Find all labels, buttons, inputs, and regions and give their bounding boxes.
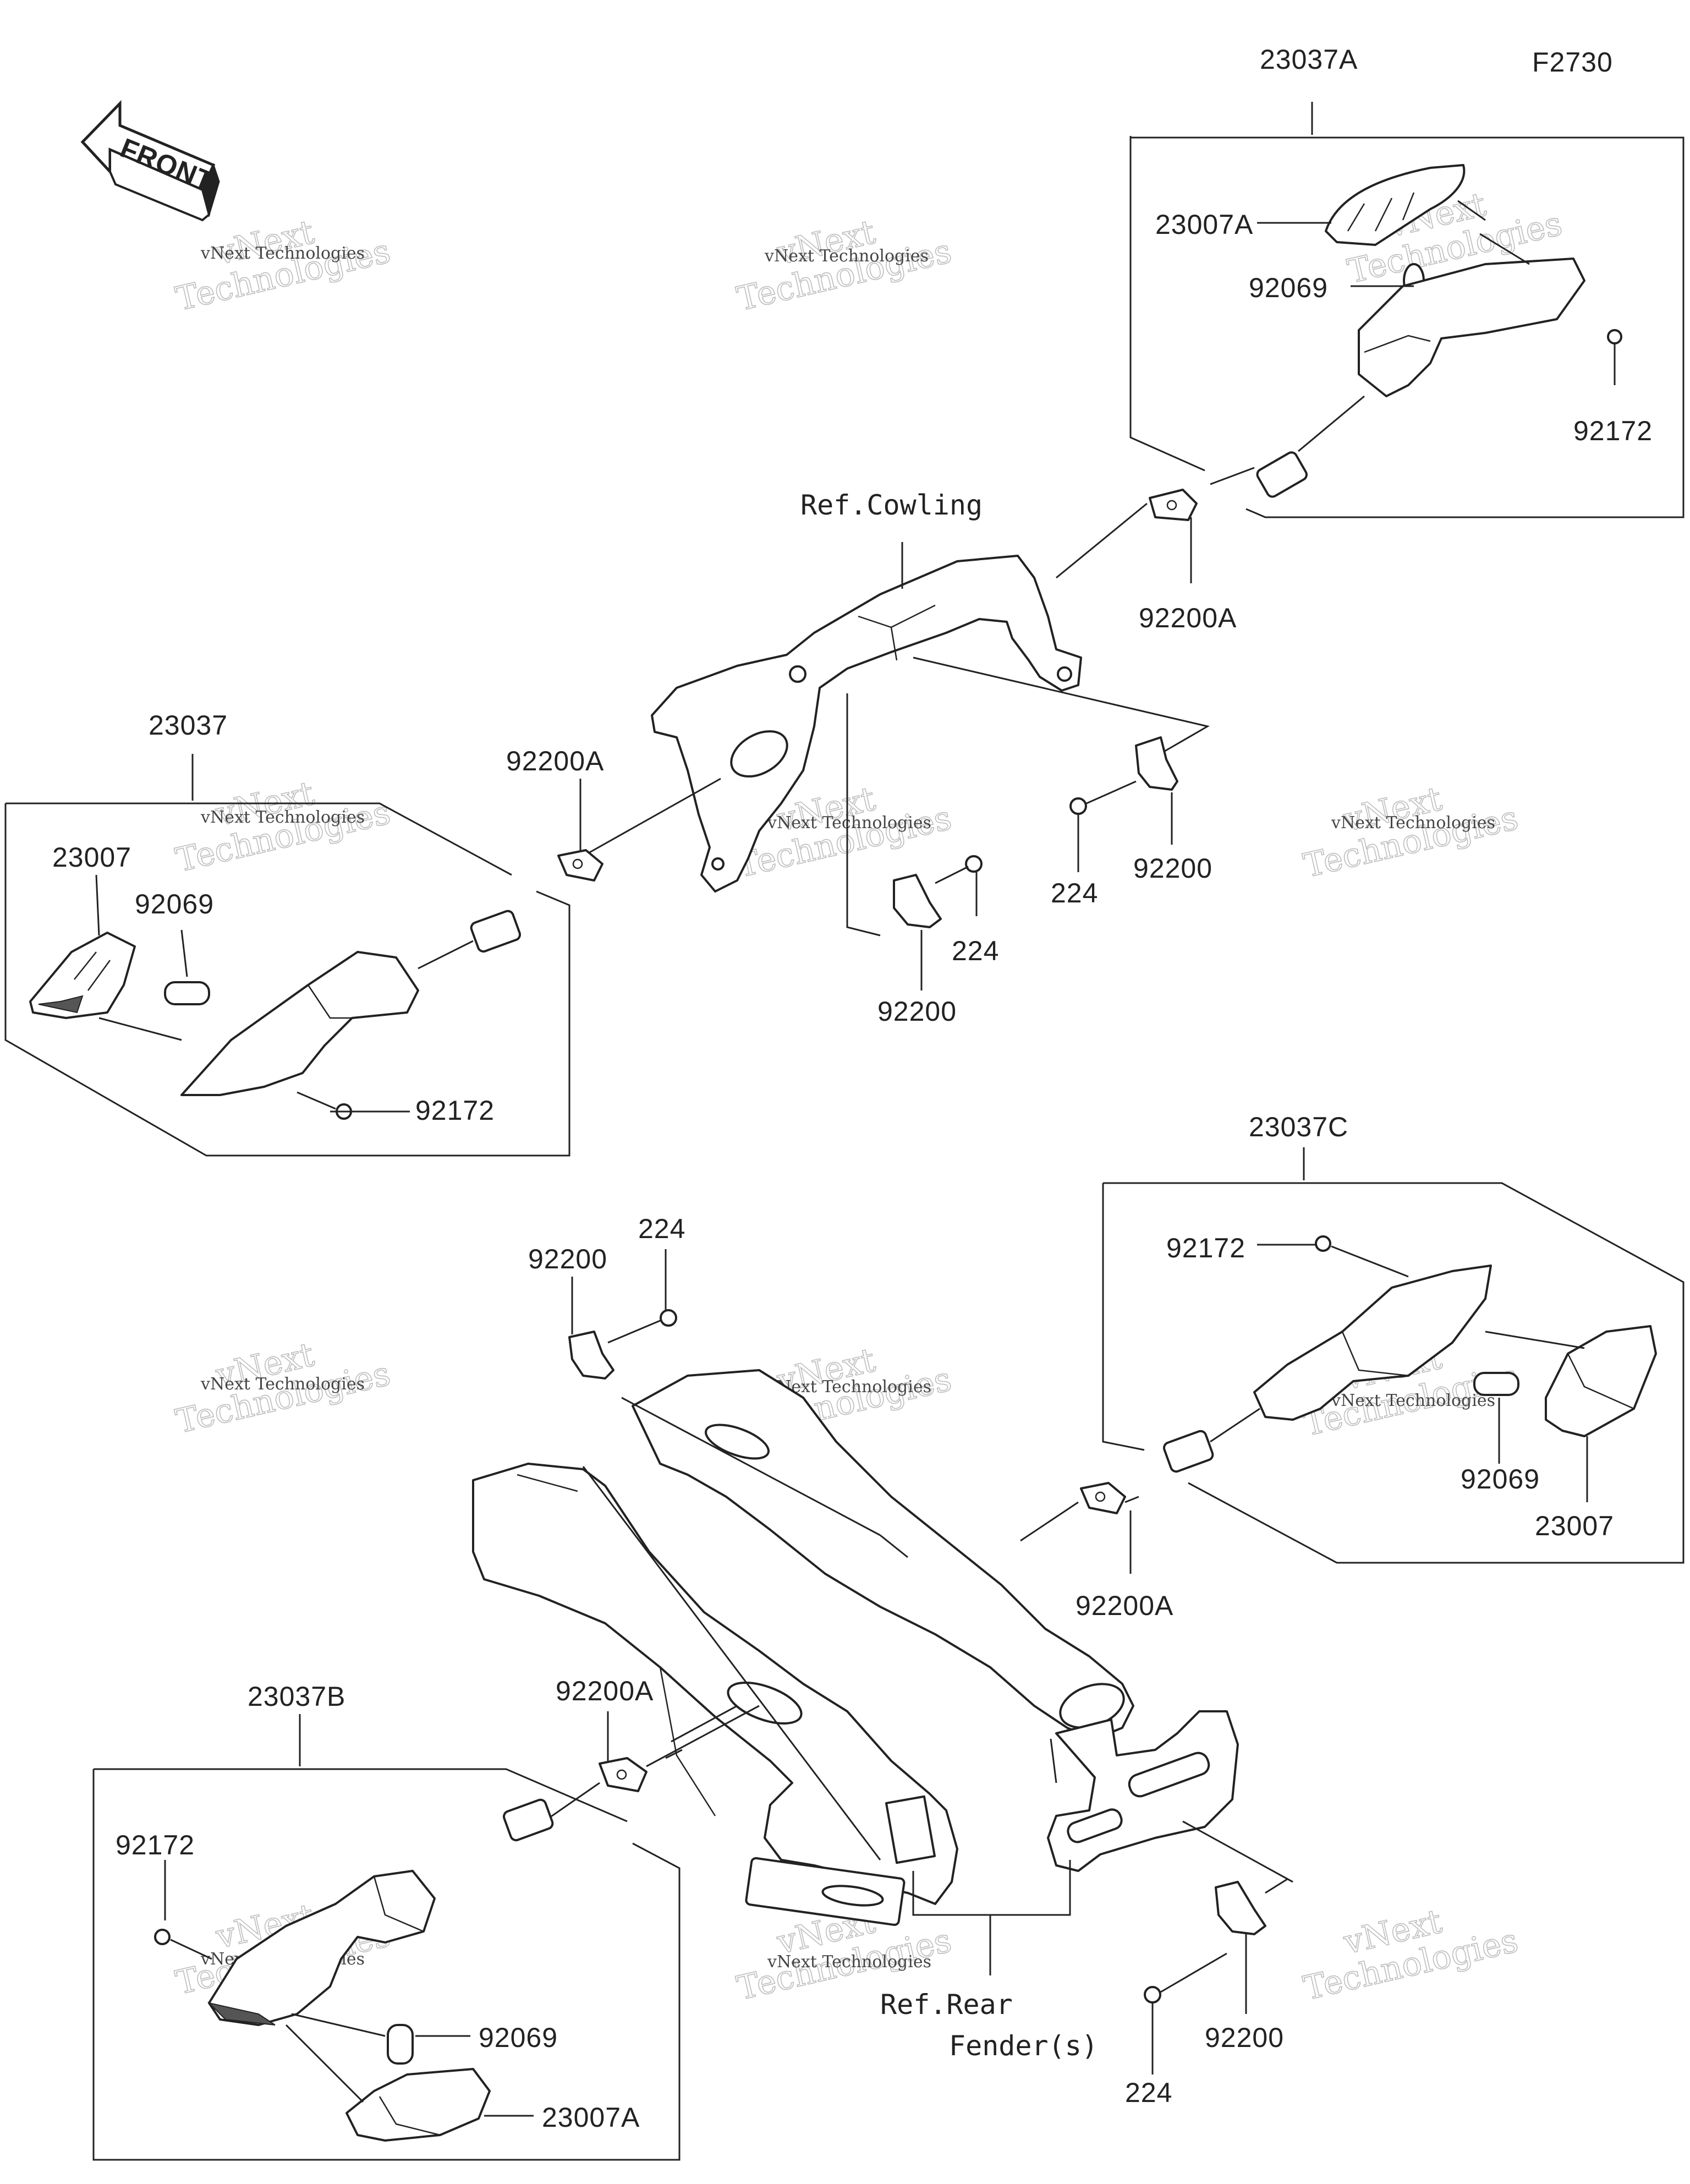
label-bulb-front-left: 92069	[135, 889, 214, 919]
label-lens-front-right: 23007A	[1155, 209, 1253, 240]
label-plate-rear-bottom: 92200	[1205, 2022, 1284, 2053]
assembly-rear-right	[1020, 1147, 1684, 1574]
watermark-small: vNext Technologies	[200, 808, 365, 827]
label-damper-front-right: 92200A	[1139, 603, 1237, 633]
label-assy-front-right: 23037A	[1260, 44, 1358, 75]
label-assy-rear-left: 23037B	[248, 1681, 345, 1712]
assembly-front-left	[4, 754, 721, 1157]
label-bulb-front-right: 92069	[1249, 272, 1328, 303]
rear-plate-bottom	[1144, 1878, 1288, 2074]
figure-code: F2730	[1532, 47, 1613, 78]
label-screw-rear-right: 92172	[1166, 1233, 1245, 1263]
label-lens-rear-left: 23007A	[542, 2102, 640, 2133]
watermark-small: vNext Technologies	[1331, 1391, 1495, 1410]
label-bulb-rear-left: 92069	[479, 2022, 558, 2053]
label-damper-rear-right: 92200A	[1076, 1590, 1173, 1621]
cowl-plate-center	[893, 855, 983, 990]
label-bolt-rear-bottom: 224	[1125, 2077, 1172, 2108]
label-lens-front-left: 23007	[52, 842, 131, 873]
watermark: vNext Technologies	[1299, 1902, 1522, 2008]
watermark-small: vNext Technologies	[764, 247, 929, 266]
assembly-front-right	[1056, 102, 1684, 583]
label-bolt-cowl-center: 224	[952, 935, 999, 966]
label-plate-cowl-center: 92200	[877, 996, 957, 1027]
label-assy-rear-right: 23037C	[1249, 1112, 1348, 1142]
label-assy-front-left: 23037	[149, 710, 228, 741]
front-arrow-icon: FRONT	[80, 100, 220, 222]
label-plate-rear-top: 92200	[528, 1244, 607, 1274]
watermark-small: vNext Technologies	[767, 813, 931, 833]
watermark-small: vNext Technologies	[200, 244, 365, 263]
label-screw-front-left: 92172	[415, 1095, 495, 1126]
watermark-small: vNext Technologies	[200, 1375, 365, 1394]
label-screw-front-right: 92172	[1573, 415, 1653, 446]
label-bolt-rear-top: 224	[638, 1213, 685, 1244]
rear-fender-brackets	[472, 1369, 1293, 1975]
label-ref-cowling: Ref.Cowling	[800, 489, 983, 521]
label-ref-rear-line2: Fender(s)	[949, 2030, 1098, 2062]
cowl-plate-right	[1069, 736, 1178, 872]
watermark-small: vNext Technologies	[1331, 813, 1495, 833]
label-bulb-rear-right: 92069	[1461, 1464, 1540, 1495]
rear-plate-top	[568, 1249, 677, 1380]
cowling-bracket	[651, 542, 1210, 937]
label-damper-front-left: 92200A	[506, 746, 604, 776]
label-screw-rear-left: 92172	[116, 1830, 195, 1860]
label-damper-rear-left: 92200A	[556, 1676, 654, 1706]
assembly-rear-left	[92, 1705, 760, 2161]
label-ref-rear-line1: Ref.Rear	[880, 1989, 1013, 2021]
label-bolt-cowl-right: 224	[1051, 878, 1098, 908]
label-plate-cowl-right: 92200	[1133, 853, 1212, 884]
label-lens-rear-right: 23007	[1535, 1510, 1614, 1541]
watermark-small: vNext Technologies	[767, 1952, 931, 1972]
